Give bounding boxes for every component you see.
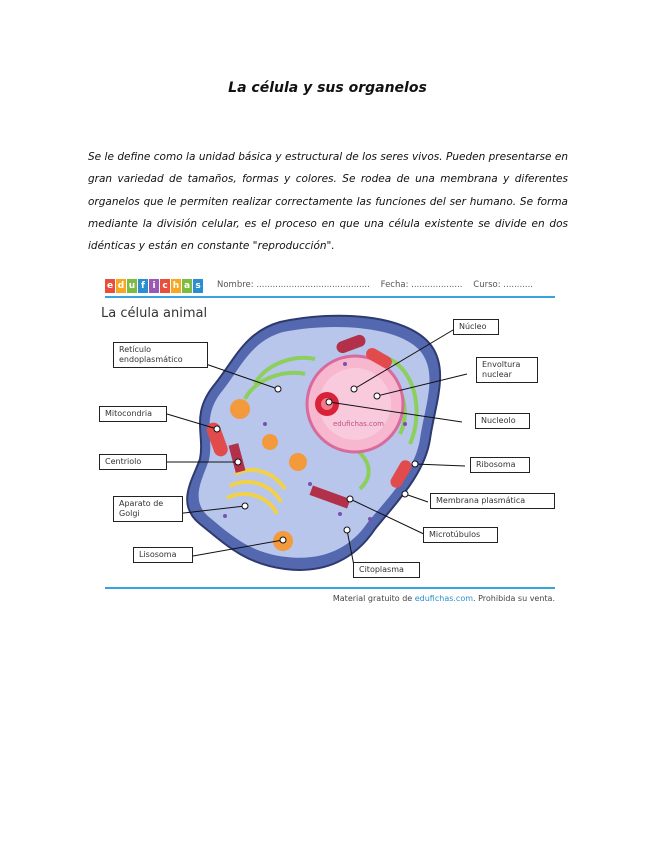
footer-suffix: . Prohibida su venta. bbox=[473, 594, 555, 603]
label-ribosoma: Ribosoma bbox=[470, 457, 530, 473]
label-golgi: Aparato de Golgi bbox=[113, 496, 183, 522]
label-microtubulos: Microtúbulos bbox=[423, 527, 498, 543]
footer-rule bbox=[105, 587, 555, 589]
page-title: La célula y sus organelos bbox=[0, 80, 655, 96]
label-reticulo: Retículo endoplasmático bbox=[113, 342, 208, 368]
label-centriolo: Centriolo bbox=[99, 454, 167, 470]
label-membrana: Membrana plasmática bbox=[430, 493, 555, 509]
footer-prefix: Material gratuito de bbox=[333, 594, 415, 603]
label-nucleolo: Nucleolo bbox=[475, 413, 530, 429]
label-nucleo: Núcleo bbox=[453, 319, 499, 335]
intro-paragraph: Se le define como la unidad básica y est… bbox=[88, 146, 568, 257]
label-envoltura: Envoltura nuclear bbox=[476, 357, 538, 383]
footer-brand-link[interactable]: edufichas.com bbox=[415, 594, 473, 603]
worksheet-footer: Material gratuito de edufichas.com. Proh… bbox=[333, 594, 555, 603]
label-citoplasma: Citoplasma bbox=[353, 562, 420, 578]
label-lisosoma: Lisosoma bbox=[133, 547, 193, 563]
cell-watermark: edufichas.com bbox=[333, 420, 384, 428]
label-mitocondria: Mitocondria bbox=[99, 406, 167, 422]
